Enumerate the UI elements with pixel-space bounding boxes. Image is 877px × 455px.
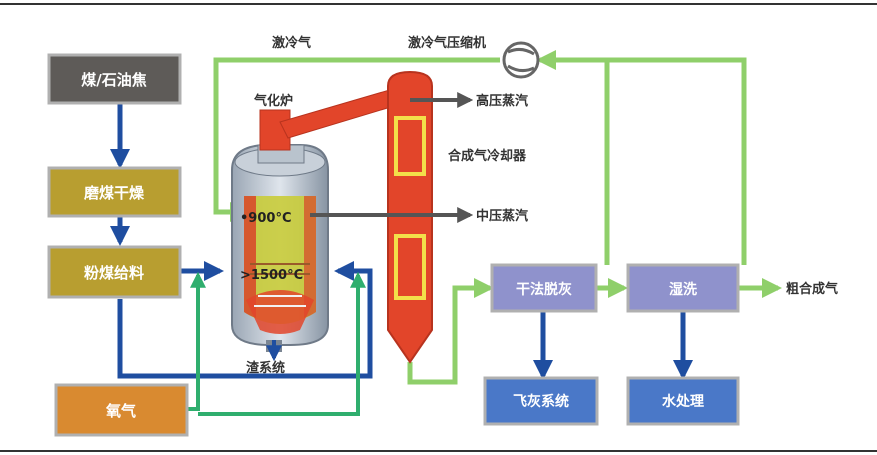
box-fly-ash: 飞灰系统 [483, 376, 599, 426]
label-syngas-cooler: 合成气冷却器 [448, 148, 527, 164]
box-grinding: 磨煤干燥 [47, 166, 182, 218]
box-fly-ash-label: 飞灰系统 [513, 393, 569, 410]
gasifier [231, 109, 329, 352]
label-hp-steam: 高压蒸汽 [476, 93, 528, 109]
label-temp-1500: >1500°C [240, 268, 303, 283]
box-dry-ash: 干法脱灰 [490, 263, 598, 313]
box-dry-ash-label: 干法脱灰 [516, 281, 572, 298]
box-oxygen-label: 氧气 [105, 402, 136, 420]
label-slag: 渣系统 [246, 360, 285, 376]
box-feeding: 粉煤给料 [47, 245, 182, 299]
box-feeding-label: 粉煤给料 [84, 264, 144, 282]
box-water-label: 水处理 [662, 393, 704, 410]
steam-lines [310, 92, 474, 223]
box-wet-wash: 湿洗 [626, 263, 740, 313]
label-raw-syngas: 粗合成气 [786, 281, 838, 297]
solid-feed-lines [110, 103, 693, 380]
box-water: 水处理 [626, 376, 740, 426]
label-temp-900: •900°C [240, 211, 292, 226]
label-mp-steam: 中压蒸汽 [476, 208, 528, 224]
label-quench-gas: 激冷气 [272, 35, 311, 51]
box-grinding-label: 磨煤干燥 [83, 184, 145, 202]
label-quench-compressor: 激冷气压缩机 [408, 35, 486, 51]
box-wet-wash-label: 湿洗 [669, 281, 697, 298]
quench-compressor-symbol [502, 41, 540, 79]
box-coal: 煤/石油焦 [47, 53, 182, 105]
box-coal-label: 煤/石油焦 [81, 71, 146, 89]
box-oxygen: 氧气 [54, 383, 189, 437]
label-gasifier: 气化炉 [254, 93, 293, 109]
oxygen-lines [188, 271, 366, 416]
